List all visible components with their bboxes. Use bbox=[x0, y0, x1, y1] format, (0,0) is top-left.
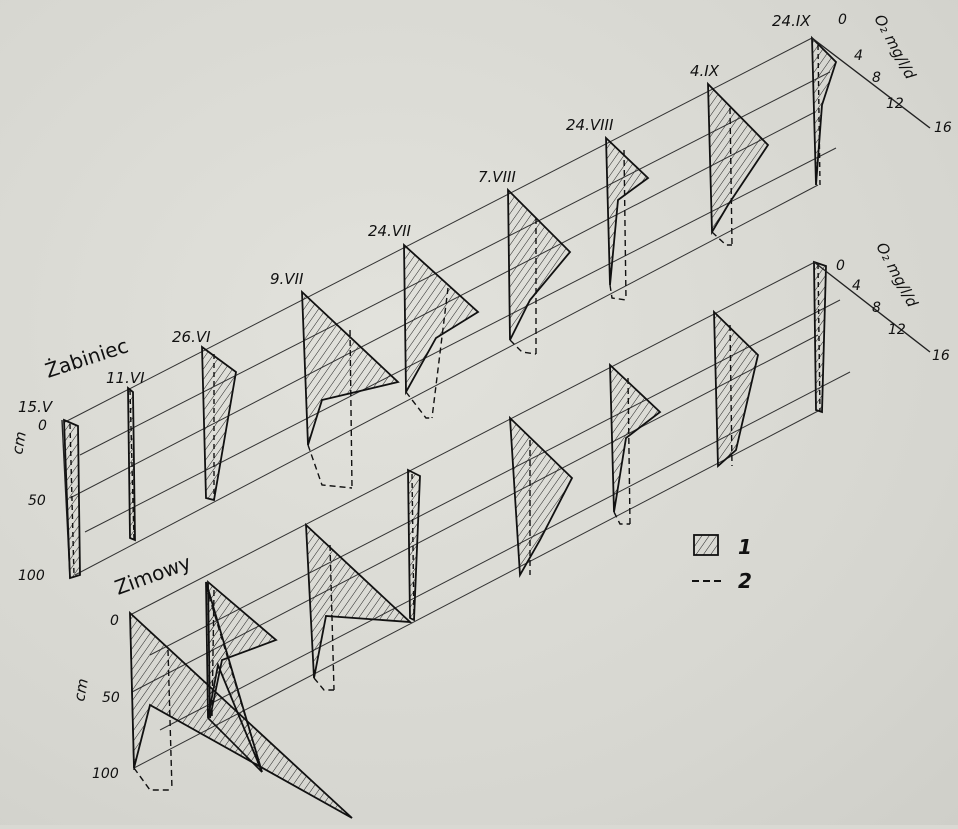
zab-o2-tick-8: 8 bbox=[872, 70, 881, 86]
legend: 1 2 bbox=[692, 534, 752, 593]
profile-zim-24VII bbox=[407, 468, 421, 622]
date-label-24IX: 24.IX bbox=[772, 12, 811, 30]
profile-zim-4IX bbox=[713, 309, 759, 468]
zabiniec-depth-tick-0: 0 bbox=[38, 418, 47, 434]
profile-zab-24IX bbox=[811, 35, 838, 186]
profile-zim-24IX bbox=[813, 260, 827, 414]
zimowy-panel: 0 50 100 cm Zimowy bbox=[70, 239, 950, 819]
profile-zab-9VII bbox=[301, 289, 400, 489]
zimowy-profiles bbox=[129, 260, 827, 819]
zim-o2-tick-4: 4 bbox=[852, 278, 861, 294]
legend-hatched-swatch bbox=[693, 534, 719, 556]
legend-item-hatched: 1 bbox=[693, 534, 752, 559]
zim-o2-tick-0: 0 bbox=[836, 258, 845, 274]
zimowy-depth-unit: cm bbox=[70, 677, 92, 703]
profile-zab-11VI bbox=[127, 386, 136, 542]
zabiniec-depth-tick-50: 50 bbox=[28, 493, 46, 509]
profile-zab-7VIII bbox=[507, 187, 572, 355]
date-label-9VII: 9.VII bbox=[270, 270, 304, 288]
zabiniec-date-labels: 15.V 11.VI 26.VI 9.VII 24.VII 7.VIII 24.… bbox=[18, 12, 811, 416]
profile-zim-9VII bbox=[304, 522, 413, 691]
zab-o2-tick-12: 12 bbox=[886, 96, 904, 112]
profile-zab-26VI bbox=[201, 345, 237, 502]
profile-zab-24VIII bbox=[605, 135, 650, 301]
legend-key-1: 1 bbox=[738, 535, 752, 559]
profile-zab-24VII bbox=[403, 242, 480, 419]
zimowy-o2-axis: 0 4 8 12 16 O₂ mg/l/d bbox=[813, 239, 950, 364]
profile-zim-7VIII bbox=[508, 415, 574, 579]
site-label-zimowy: Zimowy bbox=[112, 550, 195, 600]
legend-key-2: 2 bbox=[738, 569, 752, 593]
zabiniec-panel: 0 50 100 cm Żabiniec bbox=[8, 11, 952, 584]
date-label-15V: 15.V bbox=[18, 398, 54, 416]
date-label-11VI: 11.VI bbox=[106, 369, 145, 387]
date-label-24VII: 24.VII bbox=[368, 222, 412, 240]
zab-o2-tick-16: 16 bbox=[934, 120, 952, 136]
zimowy-depth-axis: 0 50 100 cm bbox=[70, 612, 135, 782]
zabiniec-depth-tick-100: 100 bbox=[18, 568, 45, 584]
date-label-4IX: 4.IX bbox=[690, 62, 720, 80]
zab-o2-tick-0: 0 bbox=[838, 12, 847, 28]
zimowy-depth-tick-50: 50 bbox=[102, 690, 120, 706]
profile-zab-4IX bbox=[707, 81, 770, 246]
date-label-7VIII: 7.VIII bbox=[478, 168, 516, 186]
zim-o2-tick-16: 16 bbox=[932, 348, 950, 364]
zabiniec-profiles bbox=[63, 35, 838, 580]
zabiniec-depth-unit: cm bbox=[8, 430, 30, 456]
date-label-26VI: 26.VI bbox=[172, 328, 211, 346]
date-label-24VIII: 24.VIII bbox=[566, 116, 614, 134]
zabiniec-depth-axis: 0 50 100 cm bbox=[8, 418, 71, 584]
zim-o2-tick-12: 12 bbox=[888, 322, 906, 338]
zimowy-depth-tick-0: 0 bbox=[110, 613, 119, 629]
zim-o2-tick-8: 8 bbox=[872, 300, 881, 316]
profile-zab-15V bbox=[63, 418, 81, 580]
zimowy-depth-tick-100: 100 bbox=[92, 766, 119, 782]
legend-item-dashed: 2 bbox=[692, 569, 752, 593]
profile-zim-26VI bbox=[207, 580, 278, 719]
zab-o2-tick-4: 4 bbox=[854, 48, 863, 64]
profile-zim-24VIII bbox=[609, 362, 662, 525]
